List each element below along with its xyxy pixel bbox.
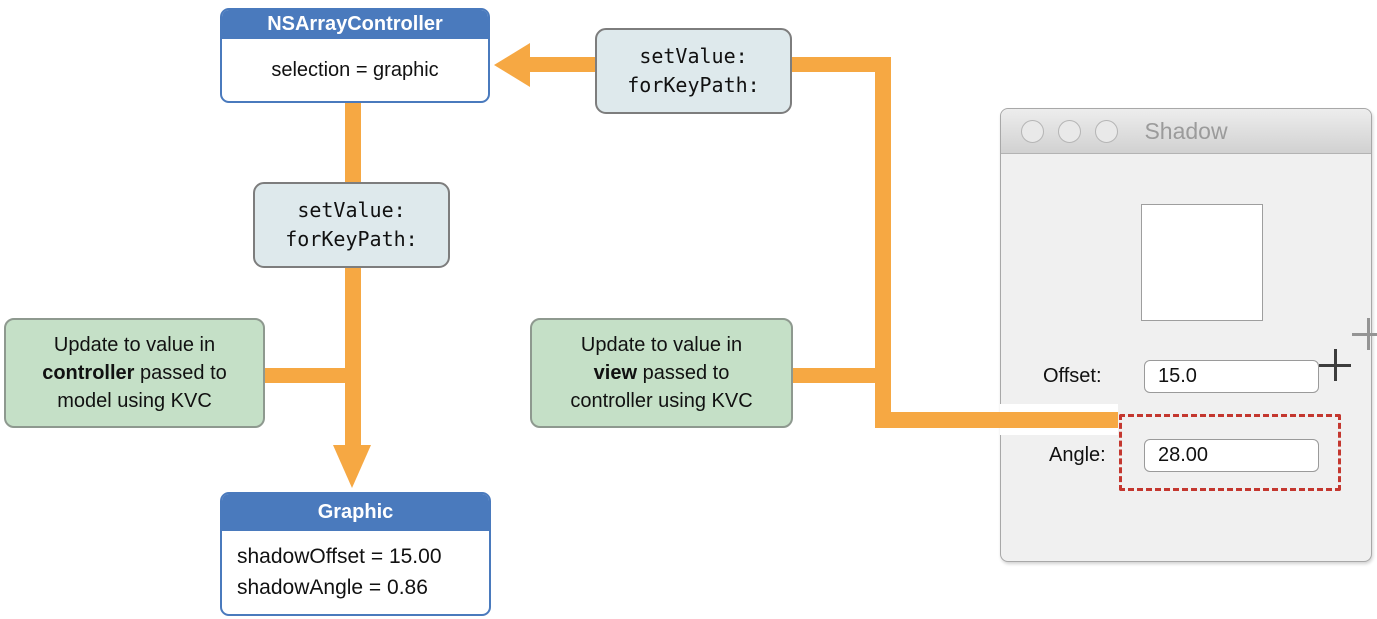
arrow-vertical-right <box>875 57 891 428</box>
arrow-from-angle-field <box>875 412 1118 428</box>
window-zoom-button[interactable] <box>1095 119 1118 143</box>
note-bold-word: controller <box>42 362 135 384</box>
note-line: controller using KVC <box>570 390 753 412</box>
connector-controller-note <box>263 368 353 383</box>
nsarraycontroller-node: NSArrayController selection = graphic <box>220 8 490 103</box>
note-bold-word: view <box>593 362 638 384</box>
connector-view-note <box>792 368 884 383</box>
offset-label: Offset: <box>1043 365 1102 387</box>
window-close-button[interactable] <box>1021 119 1044 143</box>
note-line: Update to value in <box>53 334 216 356</box>
arrowhead-down-icon <box>333 445 371 488</box>
nsarraycontroller-selection: selection = graphic <box>271 58 439 81</box>
kvc-message-top: setValue: forKeyPath: <box>595 28 792 114</box>
note-line-rest: passed to <box>642 362 730 384</box>
shadow-preview-well[interactable] <box>1141 204 1377 381</box>
note-line-rest: passed to <box>140 362 227 384</box>
graphic-node: Graphic shadowOffset = 15.00 shadowAngle… <box>220 492 491 616</box>
shadow-offset-marker-icon <box>1352 318 1377 350</box>
window-minimize-button[interactable] <box>1058 119 1081 143</box>
graphic-properties: shadowOffset = 15.00 shadowAngle = 0.86 <box>222 531 489 603</box>
arrowhead-left-icon <box>494 43 530 87</box>
kvc-mid-line2: forKeyPath: <box>285 227 418 251</box>
note-line: Update to value in <box>580 334 743 356</box>
angle-input[interactable] <box>1144 439 1319 472</box>
arrow-vertical-left <box>345 102 361 448</box>
offset-input[interactable] <box>1144 360 1319 393</box>
shadow-origin-marker-icon <box>1319 349 1351 381</box>
kvc-mid-line1: setValue: <box>297 198 406 222</box>
kvc-message-mid: setValue: forKeyPath: <box>253 182 450 268</box>
graphic-shadow-offset: shadowOffset = 15.00 <box>237 545 442 568</box>
window-titlebar[interactable]: Shadow <box>1001 109 1371 154</box>
kvc-top-line2: forKeyPath: <box>627 73 760 97</box>
nsarraycontroller-title: NSArrayController <box>222 10 488 39</box>
angle-label: Angle: <box>1049 444 1106 466</box>
shadow-window: Shadow Offset: Angle: <box>1000 108 1377 562</box>
graphic-shadow-angle: shadowAngle = 0.86 <box>237 576 428 599</box>
kvc-top-line1: setValue: <box>639 44 748 68</box>
window-title: Shadow <box>1144 117 1228 144</box>
angle-highlight-box <box>1119 414 1341 491</box>
note-line: model using KVC <box>57 390 212 412</box>
graphic-title: Graphic <box>222 494 489 531</box>
